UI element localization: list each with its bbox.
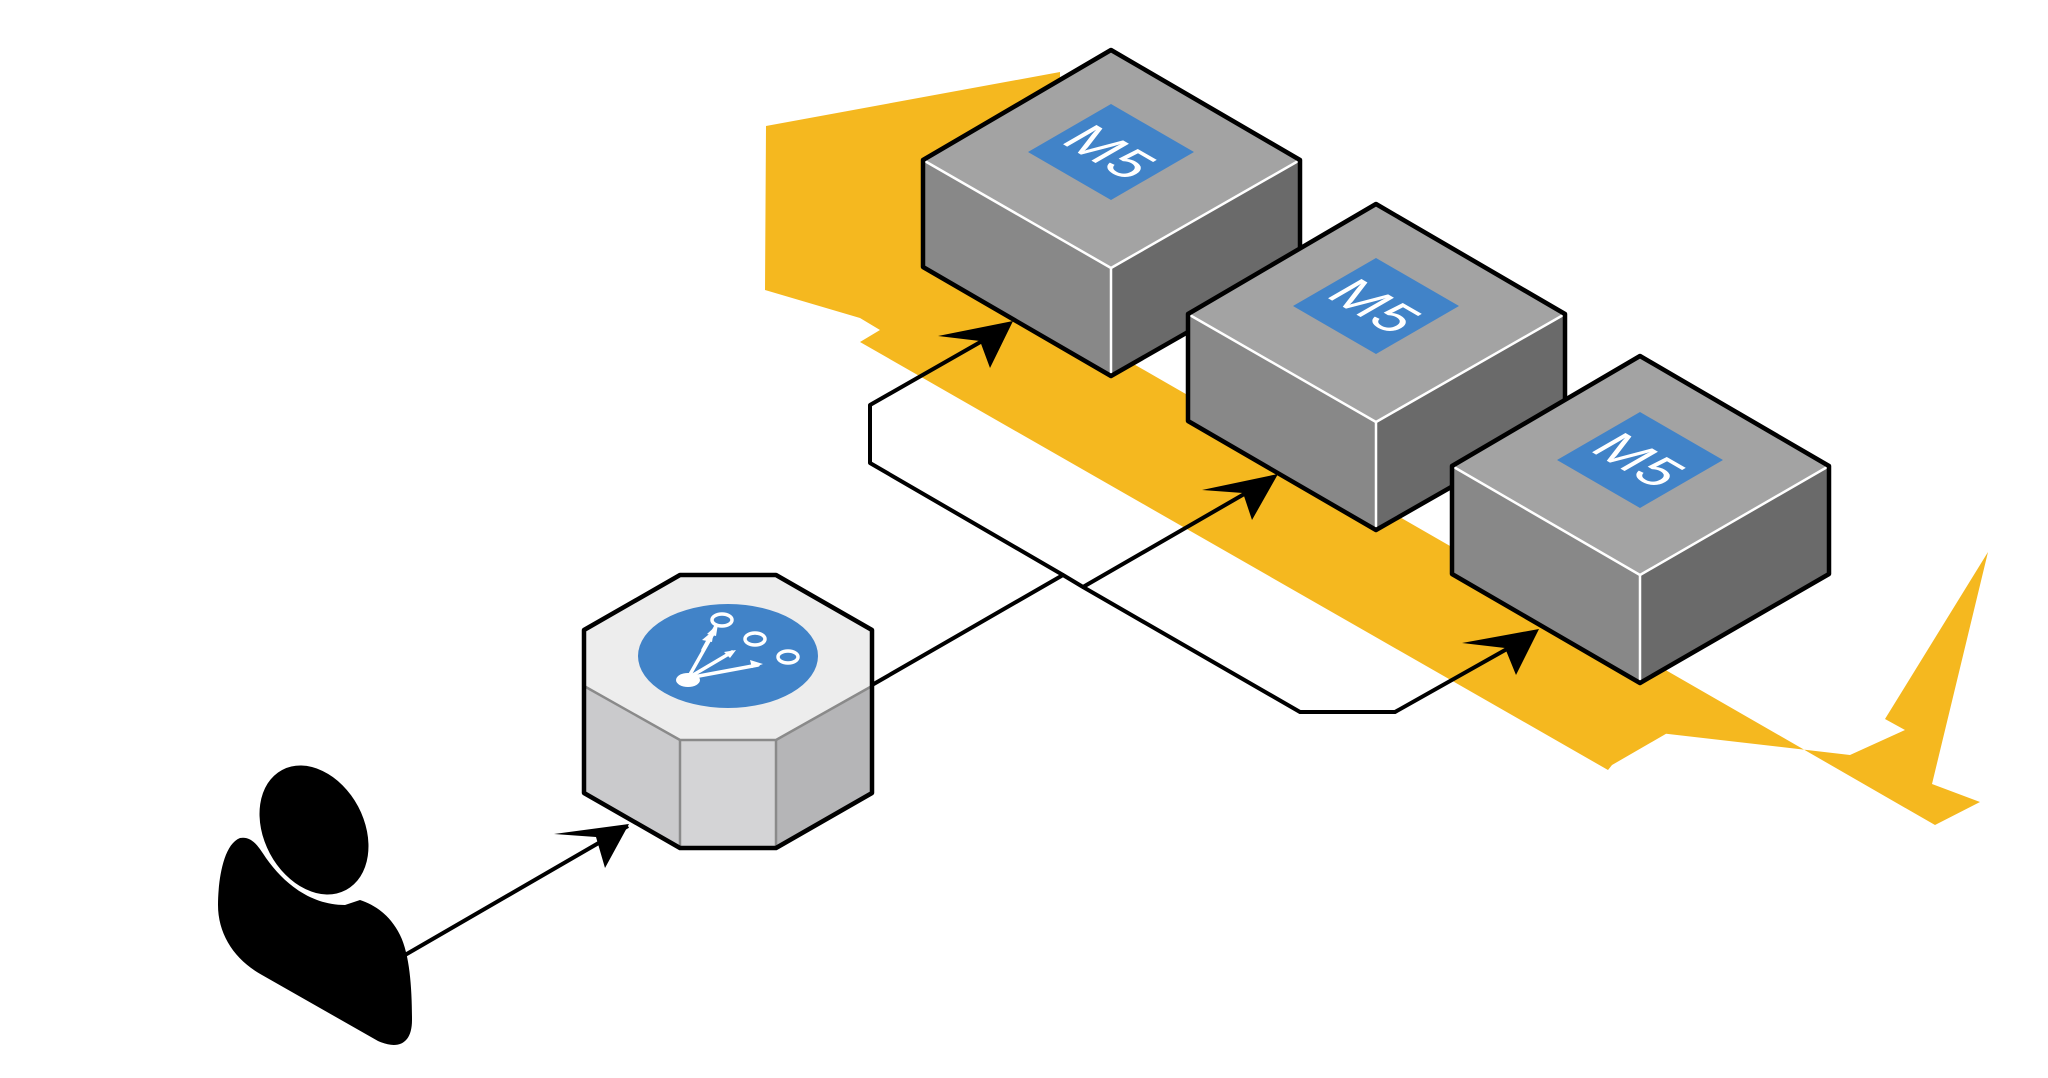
instance-3: M5: [1449, 353, 1832, 686]
arrowheads: [554, 321, 1539, 868]
instance-1-badge: M5: [1028, 104, 1194, 200]
load-balancer-icon: [638, 604, 818, 708]
instance-2-right-face: [1376, 314, 1565, 530]
instance-3-left-face: [1452, 466, 1640, 683]
edge-lb-to-instance-3: [1082, 585, 1531, 714]
instance-1-left-face: [923, 160, 1111, 376]
user-head: [259, 765, 369, 895]
arrowhead-lb: [554, 824, 629, 868]
instance-2-left-face: [1188, 314, 1376, 530]
instance-1: M5: [920, 47, 1303, 379]
user-icon: [218, 765, 412, 1045]
edge-lb-to-instance-2: [871, 476, 1273, 687]
arrowhead-instance-3: [1462, 629, 1539, 675]
lb-face-mid: [680, 740, 776, 848]
arrowhead-instance-1: [938, 321, 1013, 368]
instance-2: M5: [1185, 201, 1568, 533]
availability-band: [765, 72, 1988, 825]
connections: [403, 326, 1531, 957]
load-balancer: [581, 572, 875, 851]
user-body: [218, 837, 412, 1045]
arrowhead-instance-2: [1202, 474, 1278, 520]
instance-1-right-face: [1111, 160, 1300, 376]
instance-3-right-face: [1640, 466, 1829, 683]
edge-lb-to-instance-1: [868, 326, 1065, 577]
edge-user-to-lb: [403, 824, 630, 957]
lb-outline: [581, 572, 875, 851]
